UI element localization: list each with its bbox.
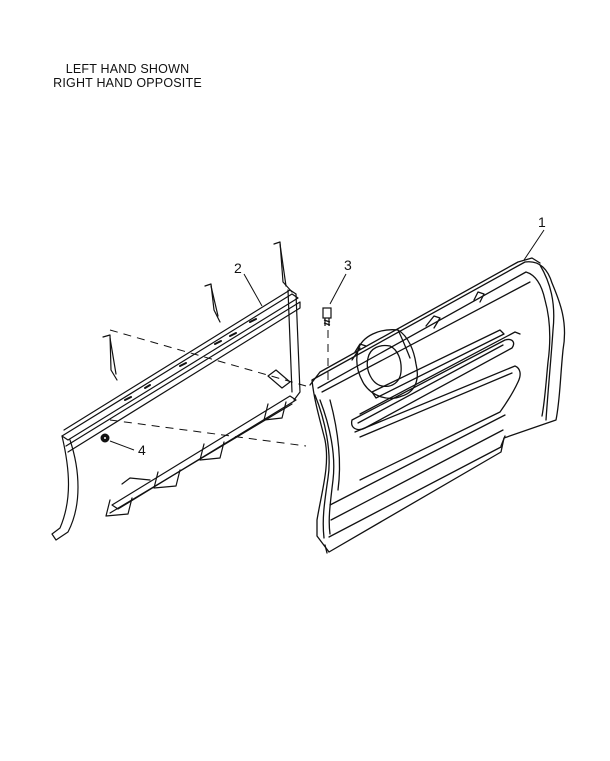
callout-3: 3 [329,257,352,305]
callout-label-4: 4 [138,442,146,458]
leader-line-1 [523,229,545,261]
nut-part[interactable] [100,433,110,443]
leader-line-2 [243,273,263,307]
callout-label-3: 3 [344,257,352,273]
view-note-line-2: RIGHT HAND OPPOSITE [53,76,202,90]
callout-1: 1 [523,214,546,261]
frame-bracket-part[interactable] [51,241,301,541]
view-note: LEFT HAND SHOWN RIGHT HAND OPPOSITE [40,62,215,90]
door-panel-part[interactable] [309,257,566,554]
view-note-line-1: LEFT HAND SHOWN [65,62,190,76]
callout-label-1: 1 [538,214,546,230]
alignment-dash-lines [109,329,329,447]
leader-line-4 [109,440,135,451]
callout-4: 4 [109,440,146,458]
leader-line-3 [329,273,347,305]
bolt-part[interactable] [322,307,332,326]
callout-2: 2 [234,260,263,307]
callout-label-2: 2 [234,260,242,276]
